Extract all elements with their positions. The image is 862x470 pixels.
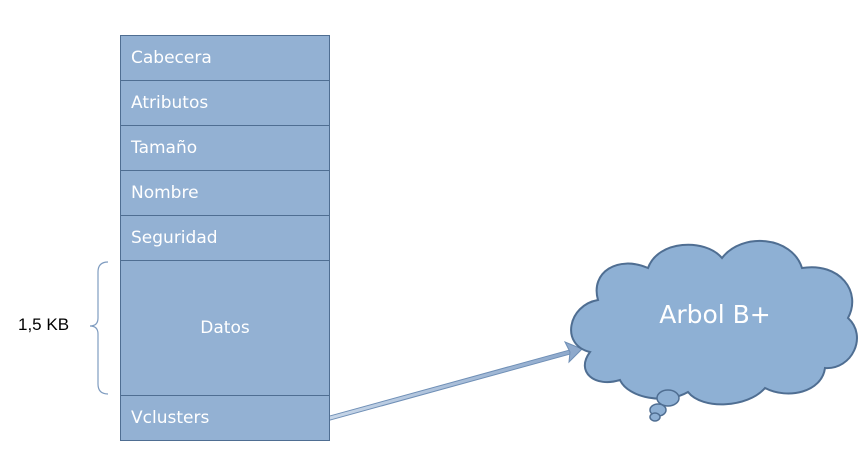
field-tamano: Tamaño <box>120 125 330 171</box>
field-cabecera: Cabecera <box>120 35 330 81</box>
cloud-label: Arbol B+ <box>659 300 771 329</box>
size-brace <box>89 261 109 395</box>
field-seguridad: Seguridad <box>120 215 330 261</box>
cloud-shape <box>570 239 858 422</box>
field-atributos: Atributos <box>120 80 330 126</box>
pointer-arrow <box>327 341 583 421</box>
size-label: 1,5 KB <box>18 315 70 334</box>
field-vclusters: Vclusters <box>120 395 330 441</box>
field-nombre: Nombre <box>120 170 330 216</box>
field-datos: Datos <box>120 260 330 396</box>
